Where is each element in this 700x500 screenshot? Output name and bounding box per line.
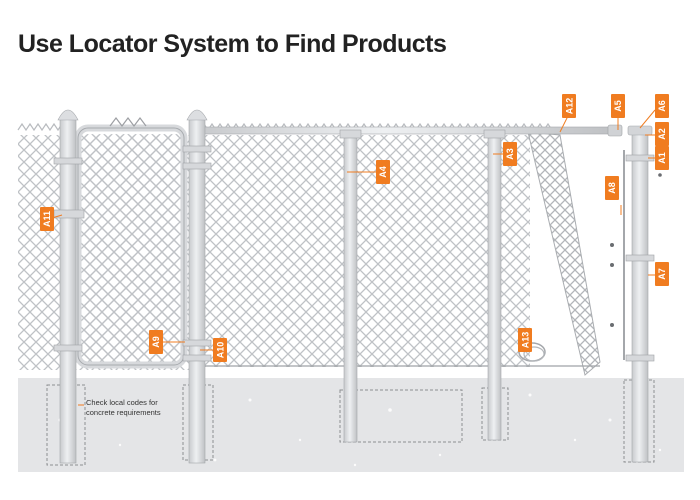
concrete-speckles xyxy=(58,393,662,467)
callout-a8[interactable]: A8 xyxy=(605,176,619,200)
concrete-note-line2: concrete requirements xyxy=(86,408,161,417)
mesh-roll xyxy=(528,132,600,375)
rail-end xyxy=(607,124,623,137)
concrete-note: Check local codes for concrete requireme… xyxy=(86,398,176,418)
concrete-note-line1: Check local codes for xyxy=(86,398,158,407)
bands xyxy=(53,129,655,362)
callout-a10[interactable]: A10 xyxy=(213,338,227,362)
callout-a5[interactable]: A5 xyxy=(611,94,625,118)
callout-a7[interactable]: A7 xyxy=(655,262,669,286)
callout-a4[interactable]: A4 xyxy=(376,160,390,184)
callout-a2[interactable]: A2 xyxy=(655,122,669,146)
callout-a1[interactable]: A1 xyxy=(655,146,669,170)
callout-a9[interactable]: A9 xyxy=(149,330,163,354)
page-title: Use Locator System to Find Products xyxy=(18,30,447,58)
callout-a12[interactable]: A12 xyxy=(562,94,576,118)
posts xyxy=(57,109,653,464)
callout-a3[interactable]: A3 xyxy=(503,142,517,166)
gate xyxy=(74,117,188,369)
callout-a13[interactable]: A13 xyxy=(518,328,532,352)
top-rail xyxy=(199,126,611,135)
callout-a6[interactable]: A6 xyxy=(655,94,669,118)
callout-a11[interactable]: A11 xyxy=(40,207,54,231)
mesh-main xyxy=(200,135,530,367)
